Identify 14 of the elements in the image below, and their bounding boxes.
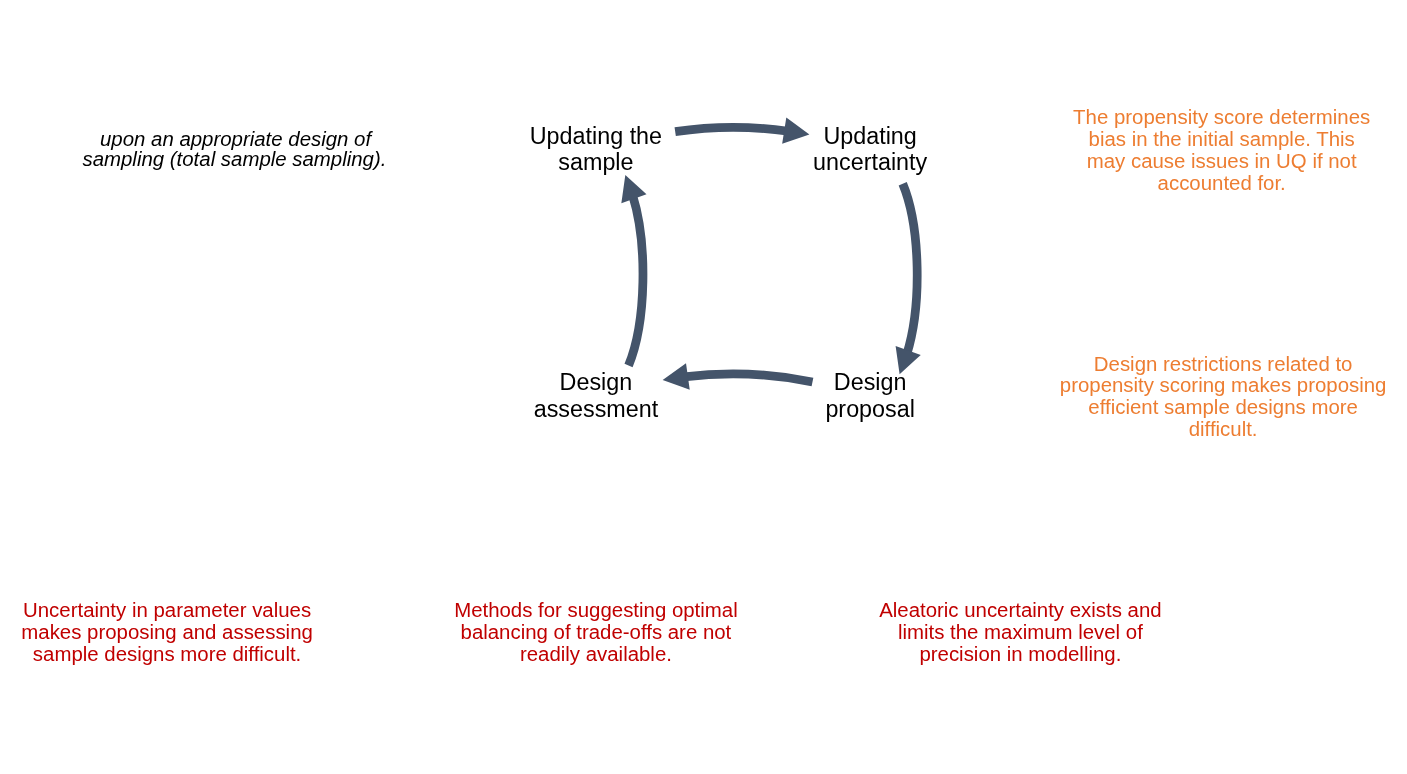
label: The propensity score determines bias in the initial sample. This may cause issues in UQ if not accounted for. xyxy=(1073,106,1371,194)
label: Uncertainty in parameter values makes proposing and assessing sample designs more difficult. xyxy=(21,599,313,665)
node-text: Updating the sample xyxy=(529,122,663,176)
node-text: Design assessment xyxy=(533,369,659,422)
label: Design restrictions related to propensity scoring makes proposing efficient sample designs more difficult. xyxy=(1059,352,1387,441)
arrow xyxy=(662,363,814,390)
node-text: Updating uncertainty xyxy=(813,122,928,176)
arrow xyxy=(674,117,810,144)
arrow xyxy=(621,174,648,367)
label: Methods for suggesting optimal balancing of trade-offs are not readily available. xyxy=(454,599,738,665)
label: Aleatoric uncertainty exists and limits the maximum level of precision in modelling. xyxy=(879,599,1162,665)
label: upon an appropriate design of sampling (total sample sampling). xyxy=(82,127,387,171)
arrow xyxy=(895,182,922,375)
node-text: Design proposal xyxy=(825,369,915,422)
